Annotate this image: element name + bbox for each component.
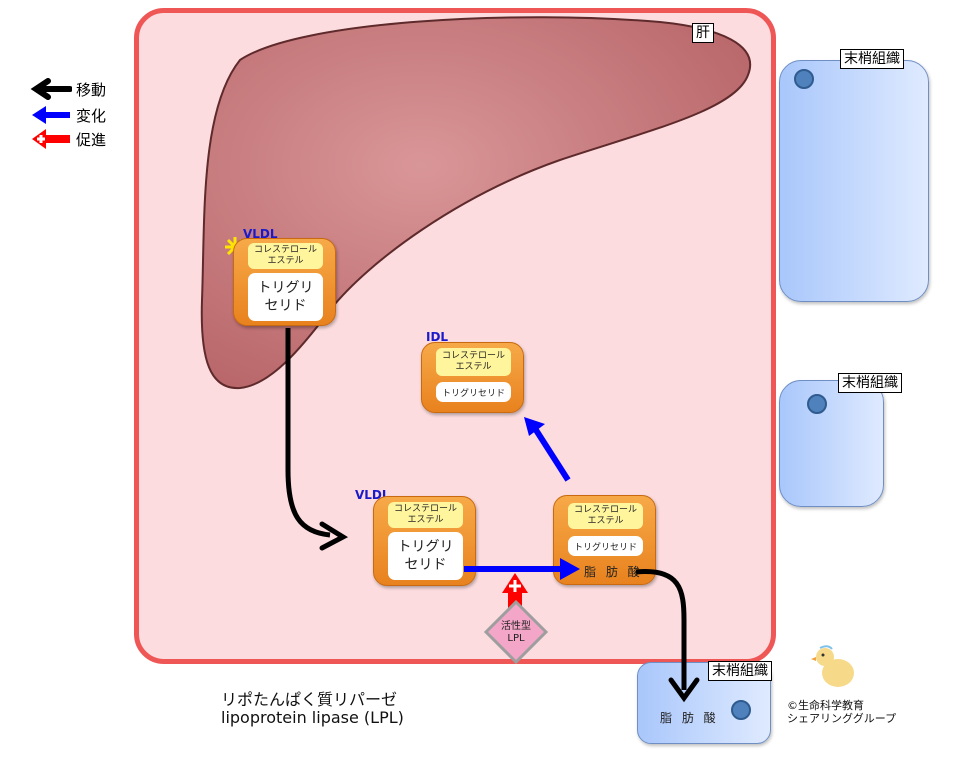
lpl-diamond [483, 599, 549, 665]
cholesterol-ester: コレステロール エステル [436, 348, 511, 376]
tissue-label-1: 末梢組織 [840, 49, 904, 69]
cholesterol-ester: コレステロール エステル [568, 503, 643, 529]
peripheral-tissue-3: 脂 肪 酸 [637, 662, 771, 744]
blue-arrow-left-icon [32, 106, 70, 124]
tissue-fatty-acid: 脂 肪 酸 [660, 711, 719, 725]
vldl-liver-title: VLDL [243, 227, 278, 241]
idl: コレステロール エステル トリグリセリド [421, 342, 524, 413]
legend-move: 移動 [28, 78, 106, 100]
black-arrow-left-icon [30, 78, 72, 100]
caption-jp: リポたんぱく質リパーゼ [221, 690, 398, 709]
triglyceride: トリグリセリド [568, 536, 643, 556]
legend-promote-label: 促進 [76, 130, 107, 149]
tissue-label-2: 末梢組織 [838, 373, 902, 393]
move-arrowhead-fatty-acid [668, 677, 700, 703]
caption-en: lipoprotein lipase (LPL) [221, 708, 404, 727]
fatty-acid: 脂 肪 酸 [584, 565, 643, 579]
cholesterol-ester: コレステロール エステル [248, 243, 323, 269]
peripheral-tissue-2 [779, 380, 884, 507]
legend-promote: 促進 [28, 128, 106, 150]
move-arrowhead [319, 521, 349, 551]
tissue-label-3: 末梢組織 [708, 661, 772, 681]
chick-icon [811, 645, 854, 687]
change-arrow-to-idl [533, 428, 571, 482]
cholesterol-ester: コレステロール エステル [388, 502, 463, 528]
change-arrowhead-to-idl [524, 417, 545, 436]
triglyceride: トリグリセリド [436, 382, 511, 402]
lpl-label: 活性型 LPL [501, 621, 531, 644]
plus-icon [509, 580, 521, 592]
red-plus-arrow-left-icon [32, 129, 70, 149]
credit-line2: シェアリンググループ [787, 712, 897, 725]
change-arrowhead-lpl [560, 558, 580, 580]
idl-title: IDL [426, 330, 449, 344]
liver-label: 肝 [692, 23, 714, 43]
credit-line1: ©生命科学教育 [787, 699, 864, 712]
cell-nucleus [794, 69, 814, 89]
legend-change: 変化 [28, 104, 106, 126]
move-arrow-fatty-acid [635, 569, 687, 690]
triglyceride: トリグリ セリド [248, 273, 323, 321]
move-arrow-liver-to-blood [285, 328, 331, 538]
cell-nucleus [731, 700, 751, 720]
vldl-liver: コレステロール エステル トリグリ セリド [233, 238, 336, 326]
legend-change-label: 変化 [76, 106, 107, 125]
peripheral-tissue-1 [779, 60, 929, 302]
cell-nucleus [807, 394, 827, 414]
vldl-blood: コレステロール エステル トリグリ セリド [373, 496, 476, 586]
triglyceride: トリグリ セリド [388, 532, 463, 580]
legend-move-label: 移動 [76, 80, 107, 99]
change-arrow-lpl [464, 566, 562, 572]
